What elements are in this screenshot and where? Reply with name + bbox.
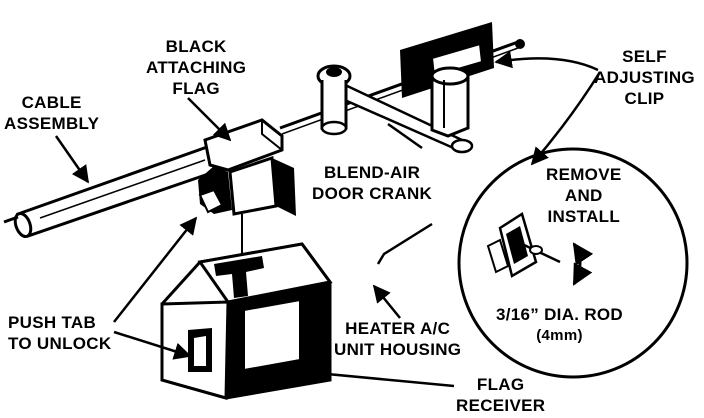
label-line: HEATER A/C [345, 319, 451, 338]
heater-housing-arrow [372, 284, 401, 319]
label-line: PUSH TAB [8, 313, 97, 332]
label-rod-size: 3/16” DIA. ROD (4mm) [496, 304, 623, 346]
label-line: FLAG [172, 79, 220, 98]
flag-receiver-arrow [304, 364, 455, 388]
self-adjusting-clip [400, 22, 494, 138]
label-line: ATTACHING [146, 58, 247, 77]
label-line: ASSEMBLY [4, 114, 100, 133]
label-line: RECEIVER [456, 396, 546, 415]
label-self-adjusting-clip: SELF ADJUSTING CLIP [594, 46, 695, 109]
label-line: UNIT HOUSING [334, 340, 462, 359]
label-line: (4mm) [536, 327, 583, 344]
inset-clip-detail [486, 212, 561, 278]
label-push-tab: PUSH TAB TO UNLOCK [8, 312, 111, 354]
rotate-arrow-icon [572, 242, 594, 286]
label-line: CLIP [624, 89, 665, 108]
label-line: FLAG [476, 375, 525, 394]
label-line: DOOR CRANK [312, 184, 433, 203]
label-black-attaching-flag: BLACK ATTACHING FLAG [146, 36, 246, 99]
inset-callout-arrow [530, 71, 602, 166]
label-heater-housing: HEATER A/C UNIT HOUSING [334, 318, 461, 360]
flag-receiver [160, 242, 333, 400]
push-tab-arrow-lower [113, 330, 192, 360]
label-line: ADJUSTING [594, 68, 695, 87]
label-line: SELF [622, 47, 667, 66]
label-line: TO UNLOCK [8, 334, 112, 353]
label-line: 3/16” DIA. ROD [496, 305, 624, 324]
blend-air-door-crank [316, 64, 474, 154]
label-blend-air-door-crank: BLEND-AIR DOOR CRANK [312, 162, 432, 204]
label-line: BLACK [165, 37, 227, 56]
black-attaching-flag [198, 118, 296, 216]
label-line: CABLE [21, 93, 82, 112]
label-remove-and-install: REMOVE AND INSTALL [546, 164, 621, 227]
leader-lines [54, 50, 602, 388]
label-flag-receiver: FLAG RECEIVER [456, 374, 545, 416]
housing-leader-line [376, 222, 433, 265]
crank-leader [387, 122, 423, 150]
self-adjusting-clip-arrow [494, 50, 599, 72]
label-line: AND [564, 186, 603, 205]
black-attaching-flag-arrow [187, 97, 232, 142]
push-tab-arrow-upper [113, 216, 198, 323]
label-line: BLEND-AIR [323, 163, 421, 182]
label-line: REMOVE [546, 165, 622, 184]
label-cable-assembly: CABLE ASSEMBLY [4, 92, 99, 134]
cable-assembly [3, 144, 222, 239]
label-line: INSTALL [547, 207, 621, 226]
cable-assembly-arrow [54, 135, 90, 184]
